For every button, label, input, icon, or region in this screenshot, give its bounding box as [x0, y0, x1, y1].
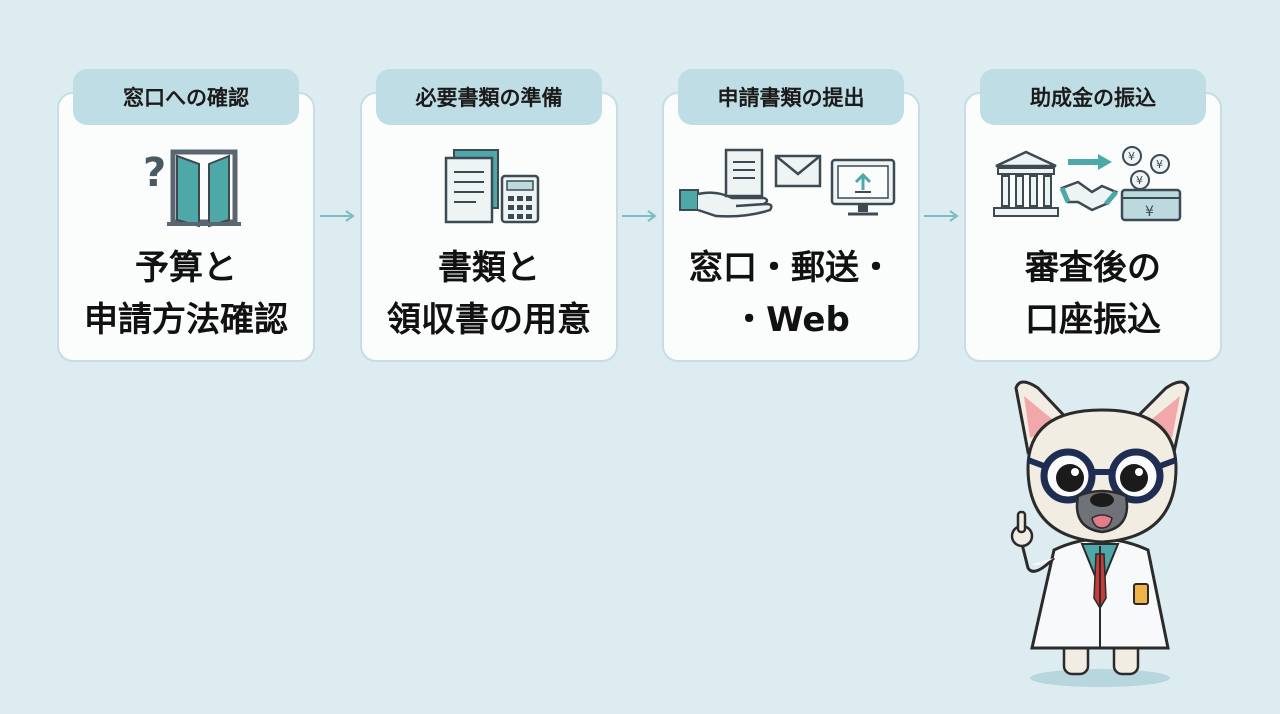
step-text-line2: ・Web [732, 300, 850, 340]
submit-hand-mail-upload-icon [664, 146, 918, 230]
step-text-line1: 窓口・郵送・ [689, 248, 893, 288]
flow-arrow-icon [622, 210, 657, 222]
step-card-3: 窓口・郵送・ ・Web [662, 92, 920, 362]
documents-calculator-icon [362, 146, 616, 230]
flow-arrow-icon [924, 210, 959, 222]
step-text-line1: 審査後の [1025, 248, 1161, 288]
step-tab-4: 助成金の振込 [980, 69, 1206, 125]
step-tab-1: 窓口への確認 [73, 69, 299, 125]
step-tab-3: 申請書類の提出 [678, 69, 904, 125]
step-text-line2: 申請方法確認 [84, 300, 288, 340]
step-card-2: 書類と 領収書の用意 [360, 92, 618, 362]
flow-arrow-icon [320, 210, 355, 222]
svg-text:¥: ¥ [1136, 174, 1143, 187]
svg-text:?: ? [143, 150, 166, 196]
step-text-line2: 口座振込 [1025, 300, 1161, 340]
svg-text:¥: ¥ [1145, 204, 1154, 220]
step-card-4: ¥ ¥ ¥ ¥ 審査後の 口座振込 [964, 92, 1222, 362]
step-text-line2: 領収書の用意 [387, 300, 591, 340]
step-tab-2: 必要書類の準備 [376, 69, 602, 125]
svg-text:¥: ¥ [1128, 150, 1135, 163]
svg-text:¥: ¥ [1156, 158, 1163, 171]
bank-handshake-yen-icon: ¥ ¥ ¥ ¥ [966, 146, 1220, 230]
question-door-icon: ? [59, 146, 313, 230]
bulldog-doctor-mascot [1010, 380, 1190, 687]
step-text-line1: 予算と [135, 248, 237, 288]
step-card-1: ? 予算と 申請方法確認 [57, 92, 315, 362]
step-text-line1: 書類と [438, 248, 540, 288]
